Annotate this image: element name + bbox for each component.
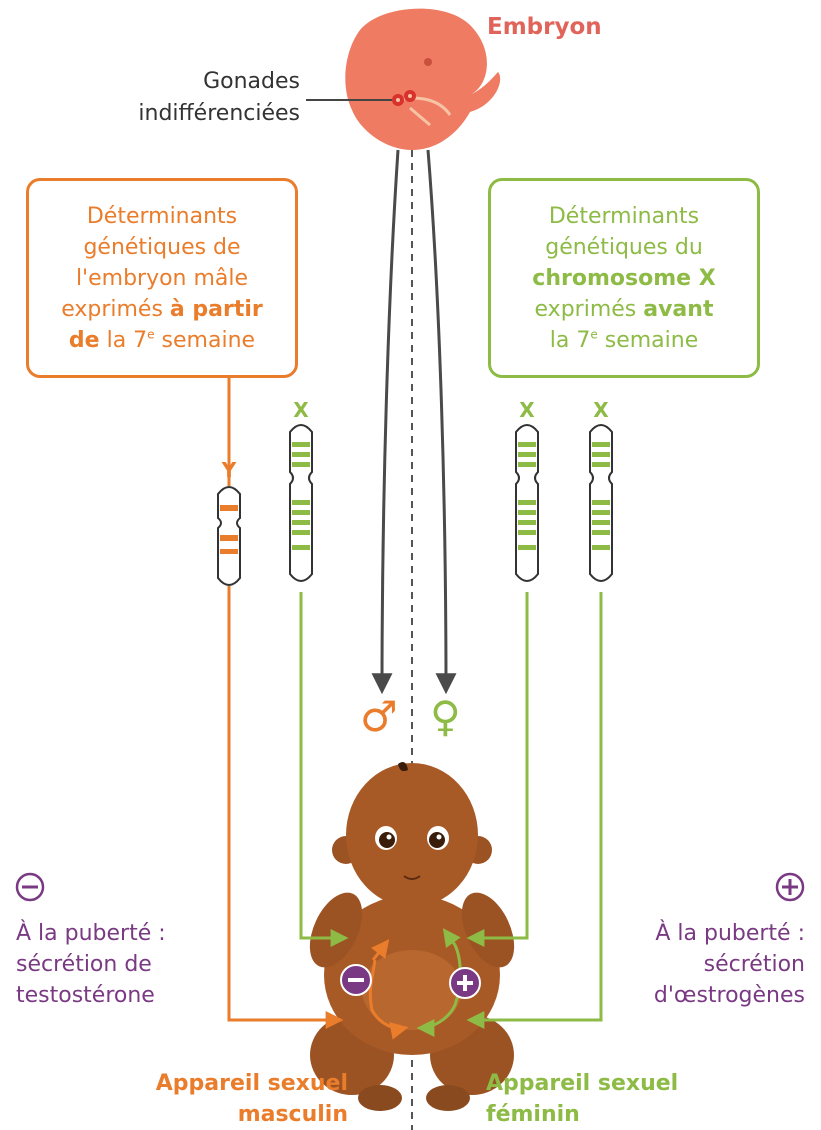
chromosome-y-label: Y xyxy=(221,458,237,482)
embryo-title: Embryon xyxy=(487,14,602,40)
x-female-1-line xyxy=(466,592,529,947)
female-caption-line1: Appareil sexuel xyxy=(486,1071,679,1096)
right-note-line3: d'œstrogènes xyxy=(653,983,805,1008)
male-box-line5a: de xyxy=(68,327,100,353)
male-box-line5c: semaine xyxy=(154,327,256,353)
chromosome-x-female-1-label: X xyxy=(519,398,535,422)
male-duct-arrow xyxy=(368,959,409,1040)
right-note-line2: sécrétion xyxy=(703,952,805,977)
chromosome-x-male xyxy=(289,424,313,582)
chromosome-x-female-2 xyxy=(589,424,613,582)
arrow-to-male xyxy=(371,149,400,695)
male-apparatus-caption: Appareil sexuel masculin xyxy=(112,1068,348,1130)
female-box-line2: génétiques du xyxy=(545,234,703,260)
x-female-2-line xyxy=(466,592,603,1029)
female-apparatus-caption: Appareil sexuel féminin xyxy=(486,1068,678,1130)
left-puberty-note: À la puberté : sécrétion de testostérone xyxy=(16,918,166,1011)
gonads-label-line1: Gonades xyxy=(203,69,300,94)
x-male-line xyxy=(299,592,349,947)
male-determinants-box: Déterminants génétiques de l'embryon mâl… xyxy=(26,178,298,378)
male-box-line4b: à partir xyxy=(169,296,263,322)
female-box-line4a: exprimés xyxy=(534,296,644,322)
female-box-line4b: avant xyxy=(643,296,714,322)
female-box-line5-sup: e xyxy=(590,327,598,342)
chromosome-y xyxy=(217,486,241,586)
female-box-line1: Déterminants xyxy=(548,203,700,229)
male-box-line1: Déterminants xyxy=(86,203,238,229)
male-box-line5-sup: e xyxy=(147,327,155,342)
female-determinants-box: Déterminants génétiques du chromosome X … xyxy=(488,178,760,378)
male-caption-line1: Appareil sexuel xyxy=(155,1071,348,1096)
chromosome-x-female-2-label: X xyxy=(593,398,609,422)
arrow-to-female xyxy=(426,149,457,695)
female-box-line5c: semaine xyxy=(597,327,699,353)
female-hormone-arrow xyxy=(442,928,461,948)
male-caption-line2: masculin xyxy=(237,1102,348,1127)
female-symbol-icon: ♀ xyxy=(430,692,461,741)
female-caption-line2: féminin xyxy=(486,1102,580,1127)
female-box-line5a: la 7 xyxy=(549,327,591,353)
gonads-label-line2: indifférenciées xyxy=(138,101,300,126)
male-box-line3: l'embryon mâle xyxy=(75,265,249,291)
embryo-illustration xyxy=(345,8,501,150)
gonads-label: Gonades indifférenciées xyxy=(100,66,300,130)
left-note-line3: testostérone xyxy=(16,983,155,1008)
chromosome-x-male-label: X xyxy=(293,398,309,422)
y-chromosome-line xyxy=(227,586,344,1029)
plus-icon xyxy=(775,872,805,902)
male-hormone-arrow xyxy=(371,939,390,961)
left-note-line2: sécrétion de xyxy=(16,952,152,977)
male-box-line5b: la 7 xyxy=(99,327,148,353)
right-puberty-note: À la puberté : sécrétion d'œstrogènes xyxy=(654,918,805,1011)
right-note-line1: À la puberté : xyxy=(655,921,805,946)
minus-icon xyxy=(15,872,45,902)
male-symbol-icon: ♂ xyxy=(360,692,398,741)
left-note-line1: À la puberté : xyxy=(16,921,166,946)
female-box-line3: chromosome X xyxy=(532,265,716,291)
male-box-line2: génétiques de xyxy=(83,234,241,260)
chromosome-x-female-1 xyxy=(515,424,539,582)
female-duct-arrow xyxy=(416,944,462,1037)
male-box-line4a: exprimés xyxy=(61,296,170,322)
